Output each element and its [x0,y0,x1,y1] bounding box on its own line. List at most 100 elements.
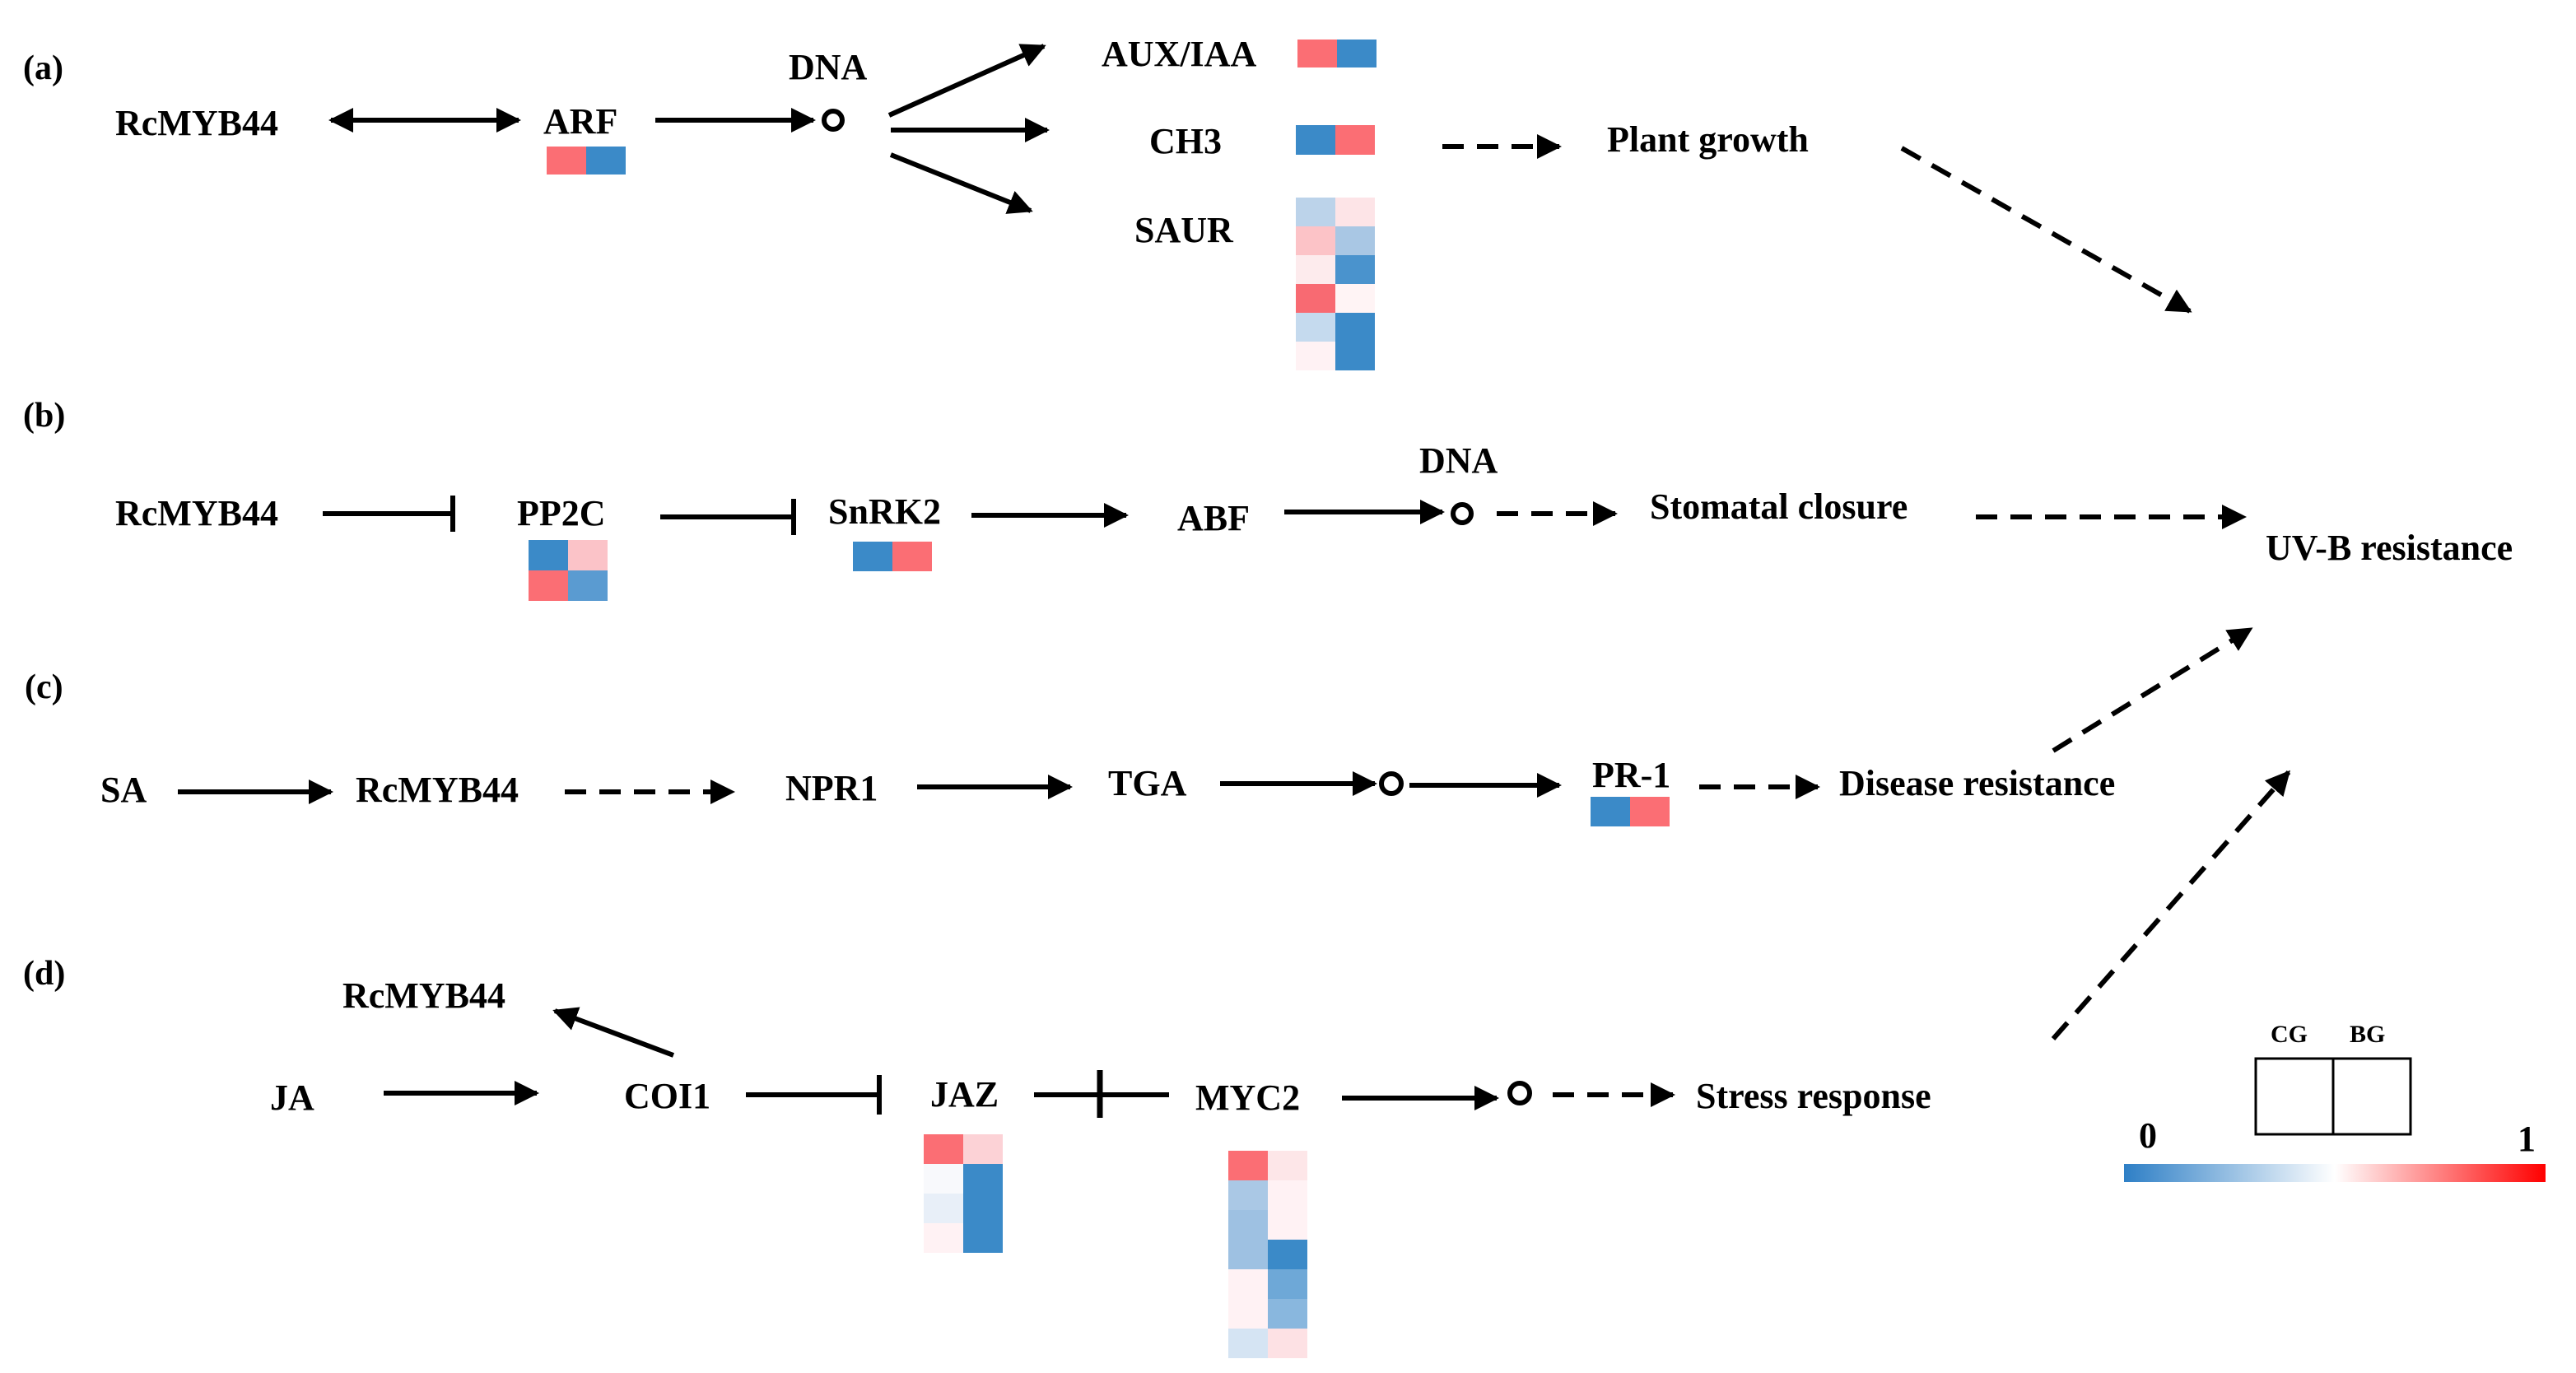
heatmap-cell-arf-r0-c0 [547,147,586,175]
heatmap-cell-pp2c-r0-c0 [529,540,568,570]
arrow-coi1-rcmyb44 [552,1007,675,1058]
arrow-plant-growth-uvb [1900,146,2192,314]
heatmap-cell-myc2-r5-c0 [1228,1299,1268,1329]
arrow-dna-saur [889,152,1033,214]
node-b-pp2c: PP2C [517,493,606,533]
legend-max-label: 1 [2518,1119,2536,1159]
heatmap-cell-jaz-r2-c1 [963,1194,1003,1223]
heatmap-cell-myc2-r1-c0 [1228,1180,1268,1210]
heatmap-cell-myc2-r6-c0 [1228,1329,1268,1358]
arrow-disease-uvb [2052,626,2253,753]
heatmap-cell-myc2-r2-c0 [1228,1210,1268,1240]
node-a-saur: SAUR [1134,210,1234,250]
heatmap-cell-saur-r1-c0 [1296,226,1335,255]
panel-label-c: (c) [25,668,63,706]
panel-label-d: (d) [23,955,65,993]
legend: CG BG 0 1 [2124,1021,2546,1182]
heatmap-cell-myc2-r3-c1 [1268,1240,1307,1269]
dna-binding-site-d [1507,1081,1532,1105]
node-b-snrk2: SnRK2 [828,491,941,532]
heatmap-cell-auxiaa-r0-c1 [1337,40,1377,67]
node-a-ch3: CH3 [1149,121,1222,161]
heatmap-snrk2 [853,542,932,571]
heatmap-cell-pp2c-r0-c1 [568,540,608,570]
heatmap-cell-jaz-r3-c1 [963,1223,1003,1253]
heatmap-cell-pr1-r0-c0 [1591,797,1630,826]
heatmap-cell-saur-r5-c1 [1335,342,1375,370]
heatmap-cell-jaz-r2-c0 [924,1194,963,1223]
node-d-jaz: JAZ [930,1074,999,1115]
heatmap-cell-arf-r0-c1 [586,147,626,175]
heatmap-cell-saur-r1-c1 [1335,226,1375,255]
heatmap-ch3 [1296,125,1375,155]
heatmap-cell-ch3-r0-c0 [1296,125,1335,155]
heatmap-myc2 [1228,1151,1307,1358]
heatmap-cell-myc2-r0-c0 [1228,1151,1268,1180]
heatmap-cell-jaz-r0-c0 [924,1134,963,1164]
node-c-tga: TGA [1108,763,1187,803]
node-b-stomatal: Stomatal closure [1650,486,1908,527]
node-d-ja: JA [270,1077,314,1118]
heatmap-cell-pp2c-r1-c0 [529,570,568,601]
heatmap-auxiaa [1297,40,1377,67]
node-c-npr1: NPR1 [785,768,878,808]
heatmap-cell-saur-r2-c0 [1296,255,1335,284]
heatmap-cell-saur-r4-c1 [1335,313,1375,342]
heatmap-cell-jaz-r1-c1 [963,1164,1003,1194]
dna-binding-site-c [1379,771,1404,796]
node-b-dna: DNA [1419,440,1498,481]
heatmap-cell-saur-r0-c0 [1296,198,1335,226]
arrow-dna-auxiaa [887,44,1046,118]
heatmap-jaz [924,1134,1003,1253]
heatmap-pp2c [529,540,608,601]
node-d-coi1: COI1 [624,1076,710,1116]
node-b-rcmyb44: RcMYB44 [115,493,278,533]
heatmap-arf [547,147,626,175]
heatmap-cell-snrk2-r0-c1 [892,542,932,571]
legend-col2-label: BG [2350,1021,2385,1048]
node-c-disease: Disease resistance [1839,763,2115,803]
heatmap-cell-saur-r3-c0 [1296,284,1335,313]
node-d-stress: Stress response [1696,1076,1931,1116]
heatmap-cell-pp2c-r1-c1 [568,570,608,601]
node-c-pr1: PR-1 [1592,755,1670,795]
heatmap-cell-myc2-r6-c1 [1268,1329,1307,1358]
heatmap-cell-ch3-r0-c1 [1335,125,1375,155]
heatmap-cell-auxiaa-r0-c0 [1297,40,1337,67]
heatmap-cell-pr1-r0-c1 [1630,797,1670,826]
dna-binding-site-a [822,109,845,132]
heatmap-cell-saur-r2-c1 [1335,255,1375,284]
heatmap-cell-myc2-r1-c1 [1268,1180,1307,1210]
heatmap-cell-saur-r5-c0 [1296,342,1335,370]
heatmap-cell-myc2-r5-c1 [1268,1299,1307,1329]
heatmap-cell-saur-r3-c1 [1335,284,1375,313]
heatmap-cell-jaz-r1-c0 [924,1164,963,1194]
legend-color-bar [2124,1164,2546,1182]
node-d-myc2: MYC2 [1195,1077,1300,1118]
dna-binding-site-b [1451,502,1474,525]
heatmap-cell-saur-r4-c0 [1296,313,1335,342]
heatmap-cell-jaz-r0-c1 [963,1134,1003,1164]
heatmap-cell-myc2-r2-c1 [1268,1210,1307,1240]
panel-label-b: (b) [23,397,65,435]
node-c-rcmyb44: RcMYB44 [356,770,519,810]
node-a-plant-growth: Plant growth [1607,119,1809,160]
heatmap-cell-myc2-r3-c0 [1228,1240,1268,1269]
node-uvb-resistance: UV-B resistance [2266,528,2513,568]
node-a-auxiaa: AUX/IAA [1102,34,1256,74]
node-a-rcmyb44: RcMYB44 [115,103,278,143]
node-d-rcmyb44: RcMYB44 [342,975,505,1016]
arrow-stress-uvb [2051,770,2291,1040]
heatmap-cell-myc2-r0-c1 [1268,1151,1307,1180]
heatmap-cell-jaz-r3-c0 [924,1223,963,1253]
node-b-abf: ABF [1177,498,1250,538]
heatmap-pr1 [1591,797,1670,826]
legend-min-label: 0 [2139,1115,2157,1156]
node-c-sa: SA [100,770,147,810]
heatmap-cell-myc2-r4-c0 [1228,1269,1268,1299]
heatmap-cell-saur-r0-c1 [1335,198,1375,226]
node-a-arf: ARF [543,101,617,142]
panel-label-a: (a) [23,49,63,87]
legend-col1-label: CG [2271,1021,2308,1048]
node-a-dna: DNA [789,47,868,87]
